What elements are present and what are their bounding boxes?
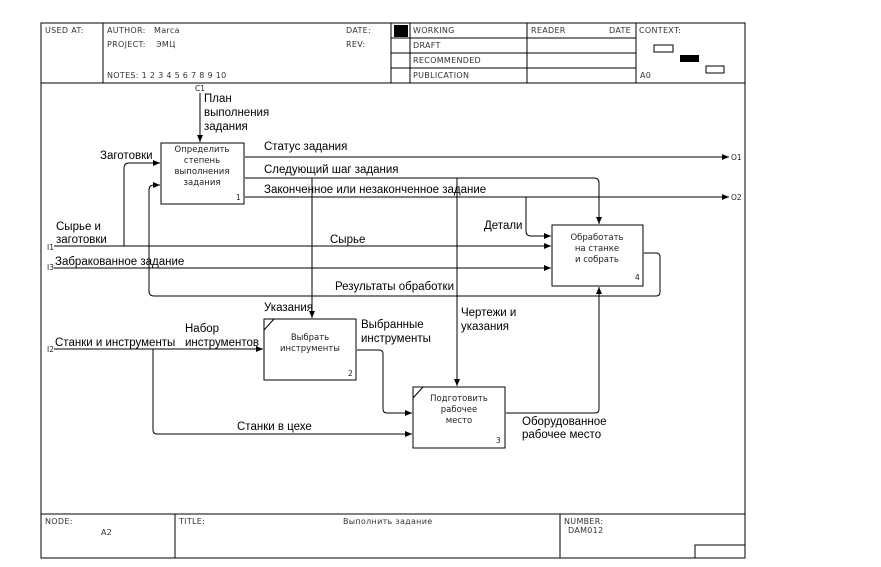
label-selected-tools-1: Выбранные	[361, 319, 424, 331]
node-value: A2	[101, 528, 112, 537]
number-value: DAM012	[568, 526, 603, 535]
working-marker	[394, 25, 408, 37]
box-1-line-4: задания	[183, 178, 220, 188]
label-ukazaniya: Указания	[264, 302, 313, 314]
author-label: AUTHOR:	[107, 26, 146, 35]
date-label: DATE:	[346, 26, 371, 35]
node-label: NODE:	[45, 517, 73, 526]
activity-box-4[interactable]: Обработать на станке и собрать 4	[551, 224, 644, 287]
arrow-equipped	[506, 287, 602, 414]
notes-label: NOTES: 1 2 3 4 5 6 7 8 9 10	[107, 71, 227, 80]
label-machines-shop: Станки в цехе	[237, 421, 312, 433]
label-machines-tools: Станки и инструменты	[55, 337, 175, 349]
box-3-line-3: место	[446, 416, 472, 426]
status-draft: DRAFT	[413, 41, 441, 50]
tunnel-i1: I1	[47, 243, 54, 252]
status-publication: PUBLICATION	[413, 71, 469, 80]
label-equipped-2: рабочее место	[522, 429, 601, 441]
box-4-line-1: Обработать	[570, 233, 623, 243]
arrow-zagotovki	[123, 160, 160, 246]
rev-label: REV:	[346, 40, 365, 49]
label-equipped-1: Оборудованное	[522, 416, 607, 428]
arrow-next-step	[245, 177, 602, 224]
box-2-line-2: инструменты	[280, 344, 340, 354]
box-4-line-2: на станке	[575, 244, 619, 254]
project-value: ЭМЦ	[156, 40, 176, 49]
tunnel-i2: I2	[47, 345, 54, 354]
tunnel-i3: I3	[47, 263, 54, 272]
label-syrye-zagotovki-2: заготовки	[56, 234, 107, 246]
label-finished: Законченное или незаконченное задание	[264, 184, 486, 196]
number-label: NUMBER:	[564, 517, 603, 526]
context-box-current	[680, 55, 699, 62]
used-at-label: USED AT:	[45, 26, 84, 35]
box-3-line-2: рабочее	[441, 405, 478, 415]
box-3-line-1: Подготовить	[430, 394, 488, 404]
box-4-line-3: и собрать	[575, 255, 619, 265]
box-3-number: 3	[496, 436, 501, 445]
label-plan-3: задания	[204, 121, 248, 133]
activity-box-1[interactable]: Определить степень выполнения задания 1	[160, 142, 245, 205]
tunnel-o1: O1	[731, 153, 742, 162]
label-syrye-zagotovki-1: Сырье и	[56, 221, 101, 233]
arrow-machines-shop	[152, 349, 412, 437]
label-plan-1: План	[204, 93, 232, 105]
label-rejected: Забракованное задание	[55, 256, 184, 268]
label-drawings-2: указания	[461, 321, 509, 333]
label-selected-tools-2: инструменты	[361, 333, 431, 345]
status-working: WORKING	[413, 26, 455, 35]
title-value: Выполнить задание	[343, 517, 432, 526]
reader-label: READER	[531, 26, 566, 35]
author-value: Marca	[154, 26, 180, 35]
tunnel-c1: C1	[195, 84, 205, 93]
activity-box-3[interactable]: Подготовить рабочее место 3	[412, 386, 506, 449]
label-syrye: Сырье	[330, 234, 365, 246]
box-1-line-2: степень	[184, 156, 220, 166]
activity-box-2[interactable]: Выбрать инструменты 2	[263, 318, 357, 381]
label-tools-set-2: инструментов	[185, 337, 259, 349]
status-recommended: RECOMMENDED	[413, 56, 481, 65]
context-box-left	[653, 44, 674, 53]
footer-frame	[41, 513, 746, 559]
box-2-line-1: Выбрать	[291, 333, 329, 343]
label-tools-set-1: Набор	[185, 323, 219, 335]
context-box-right	[705, 65, 725, 74]
box-2-number: 2	[348, 369, 353, 378]
label-next-step: Следующий шаг задания	[264, 164, 399, 176]
arrow-selected-tools	[357, 349, 412, 416]
header-frame	[40, 22, 746, 559]
context-label: CONTEXT:	[639, 26, 681, 35]
arrow-details	[525, 197, 551, 239]
label-status: Статус задания	[264, 141, 347, 153]
arrows	[54, 93, 729, 437]
context-node: A0	[640, 71, 651, 80]
label-results: Результаты обработки	[335, 281, 454, 293]
label-zagotovki: Заготовки	[100, 150, 153, 162]
title-label: TITLE:	[178, 517, 205, 526]
project-label: PROJECT:	[107, 40, 146, 49]
box-1-number: 1	[236, 193, 241, 202]
box-1-line-1: Определить	[175, 145, 230, 155]
label-plan-2: выполнения	[204, 107, 269, 119]
box-1-line-3: выполнения	[175, 167, 230, 177]
tunnel-o2: O2	[731, 193, 742, 202]
label-details: Детали	[484, 220, 522, 232]
label-drawings-1: Чертежи и	[461, 307, 516, 319]
arrow-results	[148, 182, 661, 297]
box-4-number: 4	[635, 273, 640, 282]
reader-date-label: DATE	[609, 26, 631, 35]
